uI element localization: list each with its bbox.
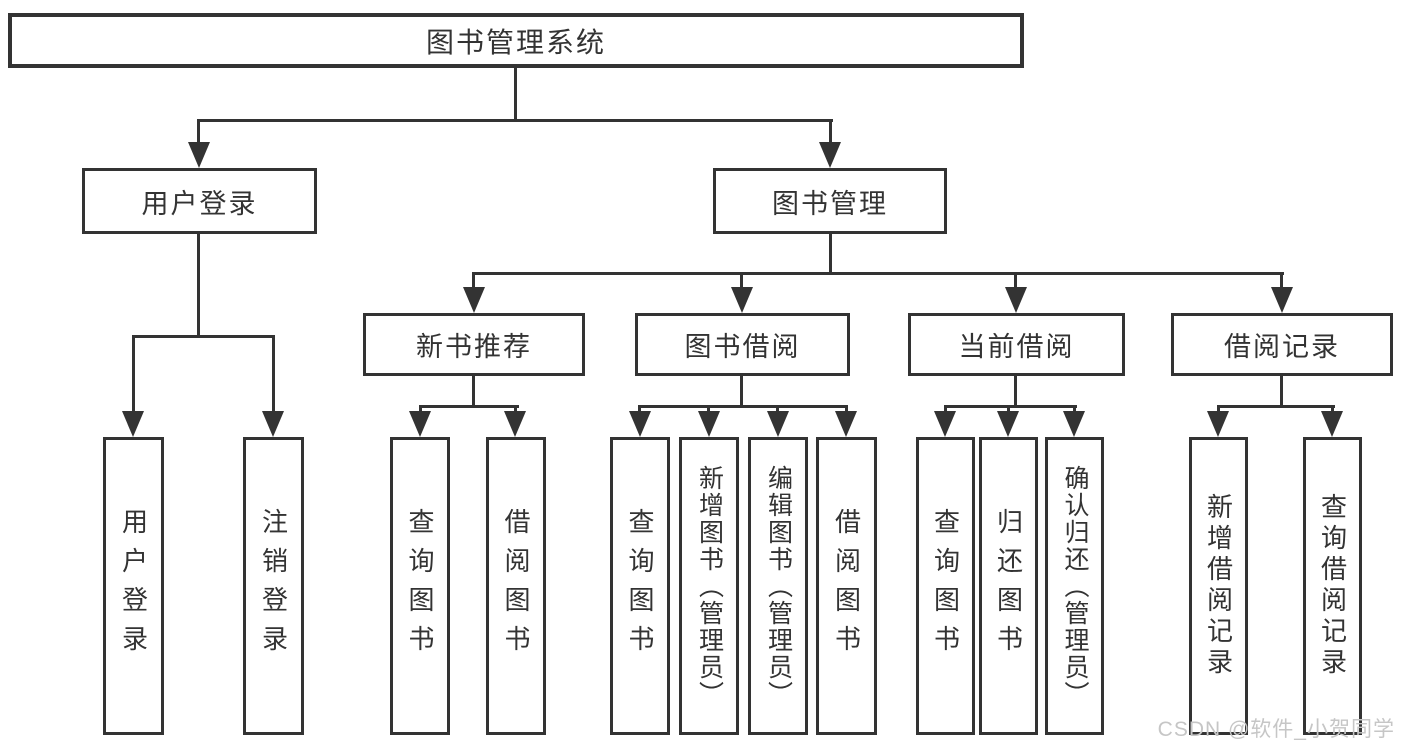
node-book-mgmt-label: 图书管理 (772, 188, 888, 219)
leaf-current-return-books: 归还图书 (979, 437, 1038, 735)
leaf-current-confirm-return-admin-label: 确认归还（管理员） (1061, 464, 1089, 708)
connector-root-hline (197, 119, 833, 122)
leaf-user-login: 用户登录 (103, 437, 164, 735)
arrowhead-bb-query (629, 411, 651, 437)
connector-stem-bb-edit (776, 405, 779, 414)
leaf-borrowing-borrow-books: 借阅图书 (816, 437, 877, 735)
leaf-user-login-label: 用户登录 (118, 508, 149, 664)
connector-current-vline (1014, 376, 1017, 407)
connector-records-hline (1217, 405, 1335, 408)
node-book-borrowing-label: 图书借阅 (684, 332, 801, 362)
leaf-newbooks-query-books-label: 查询图书 (405, 508, 435, 664)
leaf-borrowing-edit-books-admin-label: 编辑图书（管理员） (764, 464, 793, 708)
node-borrow-records: 借阅记录 (1171, 313, 1393, 376)
arrowhead-nb-query (409, 411, 431, 437)
connector-stem-nb-query (419, 405, 422, 414)
connector-stem-br-query (1331, 405, 1334, 414)
connector-stem-cb-query (944, 405, 947, 414)
arrowhead-leaf-logout (262, 411, 284, 437)
arrowhead-bb-borrow (835, 411, 857, 437)
leaf-borrowing-query-books: 查询图书 (610, 437, 670, 735)
leaf-newbooks-borrow-books: 借阅图书 (486, 437, 546, 735)
connector-stem-leaf-login (132, 335, 135, 414)
connector-borrowing-hline (638, 405, 848, 408)
connector-new-books-vline (472, 376, 475, 407)
connector-stem-new-books (472, 272, 475, 290)
arrowhead-bb-edit (767, 411, 789, 437)
connector-stem-nb-borrow (514, 405, 517, 414)
arrowhead-br-query (1321, 411, 1343, 437)
connector-current-hline (944, 405, 1077, 408)
leaf-logout-label: 注销登录 (258, 508, 289, 664)
connector-stem-bb-borrow (845, 405, 848, 414)
leaf-borrowing-query-books-label: 查询图书 (625, 508, 655, 664)
arrowhead-cb-confirm (1063, 411, 1085, 437)
connector-stem-current (1014, 272, 1017, 290)
node-borrow-records-label: 借阅记录 (1224, 332, 1340, 362)
leaf-records-query-record: 查询借阅记录 (1303, 437, 1362, 735)
connector-stem-br-add (1217, 405, 1220, 414)
connector-stem-records (1280, 272, 1283, 290)
arrowhead-user-login (188, 142, 210, 168)
leaf-borrowing-borrow-books-label: 借阅图书 (831, 508, 862, 664)
leaf-records-add-record: 新增借阅记录 (1189, 437, 1248, 735)
leaf-records-add-record-label: 新增借阅记录 (1203, 493, 1234, 679)
arrowhead-cb-query (934, 411, 956, 437)
connector-login-hline (132, 335, 275, 338)
connector-records-vline (1280, 376, 1283, 407)
node-current-borrowing-label: 当前借阅 (958, 332, 1075, 362)
node-book-mgmt: 图书管理 (713, 168, 947, 234)
node-user-login-label: 用户登录 (141, 188, 258, 219)
connector-stem-book-mgmt (829, 119, 832, 145)
connector-stem-user-login (197, 119, 200, 145)
connector-stem-borrowing (740, 272, 743, 290)
leaf-borrowing-add-books-admin: 新增图书（管理员） (679, 437, 739, 735)
leaf-current-query-books: 查询图书 (916, 437, 975, 735)
arrowhead-borrowing (731, 287, 753, 313)
node-new-books: 新书推荐 (363, 313, 585, 376)
node-current-borrowing: 当前借阅 (908, 313, 1125, 376)
leaf-borrowing-add-books-admin-label: 新增图书（管理员） (695, 464, 724, 708)
leaf-newbooks-borrow-books-label: 借阅图书 (501, 508, 531, 664)
connector-mgmt-hline (472, 272, 1284, 275)
connector-stem-leaf-logout (272, 335, 275, 414)
leaf-newbooks-query-books: 查询图书 (390, 437, 450, 735)
node-book-borrowing: 图书借阅 (635, 313, 850, 376)
connector-stem-bb-add (707, 405, 710, 414)
leaf-borrowing-edit-books-admin: 编辑图书（管理员） (748, 437, 808, 735)
connector-stem-bb-query (638, 405, 641, 414)
arrowhead-current (1005, 287, 1027, 313)
arrowhead-nb-borrow (504, 411, 526, 437)
arrowhead-new-books (463, 287, 485, 313)
connector-new-books-hline (419, 405, 519, 408)
node-new-books-label: 新书推荐 (416, 332, 532, 362)
csdn-watermark: CSDN @软件_小贺同学 (1157, 718, 1395, 741)
node-root-library-system: 图书管理系统 (8, 13, 1024, 68)
arrowhead-bb-add (698, 411, 720, 437)
connector-mgmt-vline (829, 233, 832, 274)
arrowhead-leaf-login (122, 411, 144, 437)
connector-borrowing-vline (740, 376, 743, 407)
connector-root-vline (514, 68, 517, 121)
arrowhead-book-mgmt (819, 142, 841, 168)
connector-login-vline (197, 233, 200, 337)
arrowhead-cb-return (997, 411, 1019, 437)
connector-stem-cb-confirm (1073, 405, 1076, 414)
arrowhead-br-add (1207, 411, 1229, 437)
leaf-current-return-books-label: 归还图书 (993, 508, 1024, 664)
connector-stem-cb-return (1007, 405, 1010, 414)
leaf-current-confirm-return-admin: 确认归还（管理员） (1045, 437, 1104, 735)
arrowhead-records (1271, 287, 1293, 313)
leaf-records-query-record-label: 查询借阅记录 (1317, 493, 1348, 679)
leaf-logout: 注销登录 (243, 437, 304, 735)
node-root-label: 图书管理系统 (425, 26, 606, 58)
node-user-login: 用户登录 (82, 168, 317, 234)
leaf-current-query-books-label: 查询图书 (930, 508, 961, 664)
